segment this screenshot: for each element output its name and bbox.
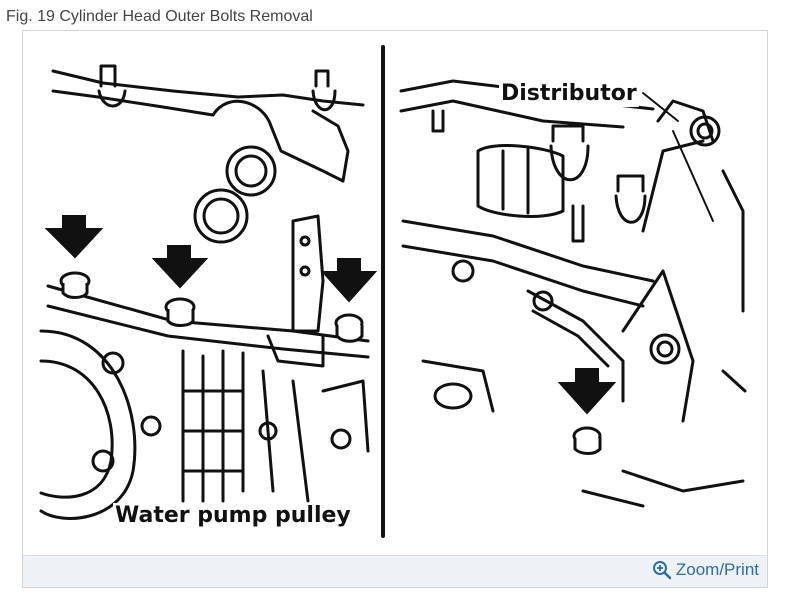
bolt-arrow-1 [44,215,104,259]
bolt-arrow-2 [151,245,209,289]
figure-caption: Fig. 19 Cylinder Head Outer Bolts Remova… [6,8,313,25]
bolt-arrow-3 [320,258,378,303]
bolt-heads [59,271,602,455]
footer-bar: Zoom/Print [23,555,767,587]
figure-frame: Water pump pulley Distributor Zoom/Print [22,30,768,588]
magnifier-plus-icon [652,561,672,580]
left-panel-drawing [39,64,370,520]
right-panel-drawing [399,79,747,508]
water-pump-pulley-label: Water pump pulley [113,503,353,529]
distributor-label: Distributor [499,81,639,107]
bolt-arrow-4 [557,368,617,415]
engine-line-drawing [39,45,747,538]
distributor-leader [642,92,679,122]
zoom-print-link[interactable]: Zoom/Print [652,560,759,580]
zoom-print-label: Zoom/Print [675,560,759,579]
bolt-arrows [44,215,617,415]
